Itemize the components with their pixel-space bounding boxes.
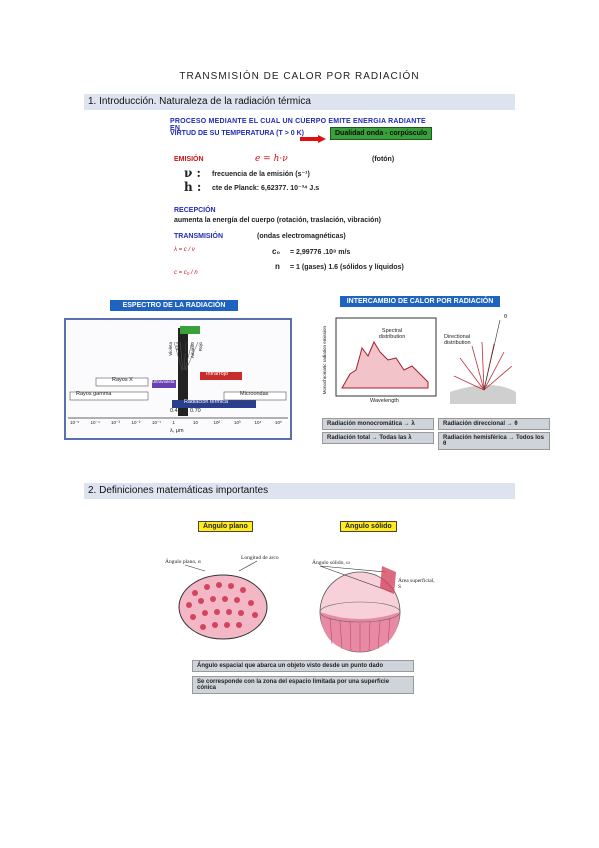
spectrum-x-tick: 10 [193, 420, 199, 425]
visible-amarillo: Amarillo [190, 342, 195, 359]
reception-label: RECEPCIÓN [174, 207, 216, 214]
h-symbol: h : [184, 180, 202, 194]
area-caption: Área superficial, S [398, 578, 435, 590]
nu-symbol: ν : [184, 166, 201, 180]
spectrum-x-tick: 10⁻⁵ [70, 420, 80, 425]
spectrum-x-tick: 10⁵ [275, 420, 282, 425]
emission-formula: e = h·ν [255, 154, 288, 164]
rayos-gamma-label: Rayos gamma [76, 391, 112, 397]
definition-line1: PROCESO MEDIANTE EL CUAL UN CUERPO EMITE… [170, 118, 426, 132]
spectrum-x-tick: 10³ [234, 420, 241, 425]
visible-colors: Violeta Azul Verde Amarillo Rojo [168, 342, 208, 370]
spectrum-figure: Luz Rayos X Rayos gamma Ultravioleta Inf… [64, 318, 292, 440]
visible-violeta: Violeta [168, 342, 173, 356]
infrarrojo-label: Infrarrojo [206, 371, 229, 377]
visible-bar-label: Luz [185, 320, 194, 326]
marker-070: 0.70 [190, 408, 201, 414]
reception-description: aumenta la energía del cuerpo (rotación,… [174, 217, 381, 224]
directional-distribution-label: Directional distribution [444, 334, 471, 346]
spectrum-x-label: λ, μm [170, 428, 184, 434]
section-heading-definiciones: 2. Definiciones matemáticas importantes [84, 483, 515, 499]
note-1: Ángulo espacial que abarca un objeto vis… [192, 660, 414, 672]
plane-angle-caption: Ángulo plano, α [165, 559, 201, 565]
exchange-figure: Spectral distribution Monochromatic radi… [322, 312, 518, 412]
rad-mono-box: Radiación monocromática → λ [322, 418, 434, 430]
spectrum-x-tick: 10⁻⁴ [90, 420, 100, 425]
rayos-x-label: Rayos X [112, 377, 133, 383]
spectral-distribution-label: Spectral distribution [378, 328, 406, 340]
solid-angle-label: Ángulo sólido [340, 521, 397, 532]
plane-angle-figure: Ángulo plano, α Longitud de arco [165, 555, 290, 655]
theta-symbol: θ [504, 314, 508, 320]
marker-04: 0.4 [170, 408, 178, 414]
red-arrow-icon [300, 130, 326, 143]
solid-angle-figure: Ángulo sólido, ω Área superficial, S [300, 550, 440, 656]
solid-angle-caption: Ángulo sólido, ω [312, 560, 350, 566]
visible-azul: Azul [175, 342, 180, 351]
h-description: cte de Planck: 6,62377. 10⁻³⁴ J.s [212, 185, 320, 192]
lambda-formula: λ = c / ν [174, 247, 195, 253]
spectrum-x-tick: 1 [172, 420, 176, 425]
c0-value: = 2,99776 .10⁸ m/s [290, 249, 351, 256]
emission-label: EMISIÓN [174, 156, 204, 163]
note-2: Se corresponde con la zona del espacio l… [192, 676, 414, 694]
transmission-description: (ondas electromagnéticas) [257, 233, 346, 240]
radiacion-termica-label: Radiación térmica [184, 399, 229, 405]
page-title: TRANSMISIÓN DE CALOR POR RADIACIÓN [179, 71, 420, 82]
rad-total-box: Radiación total → Todas las λ [322, 432, 434, 444]
rad-dir-box: Radiación direccional → θ [438, 418, 550, 430]
n-value: = 1 (gases) 1.6 (sólidos y líquidos) [290, 264, 404, 271]
spectrum-banner: ESPECTRO DE LA RADIACIÓN [110, 300, 238, 311]
transmission-label: TRANSMISIÓN [174, 233, 223, 240]
section-heading-introduccion: 1. Introducción. Naturaleza de la radiac… [84, 94, 515, 110]
arc-length-caption: Longitud de arco [241, 555, 279, 561]
spectrum-x-tick: 10⁴ [254, 420, 262, 425]
n-symbol: n [275, 262, 280, 271]
duality-badge: Dualidad onda - corpúsculo [330, 127, 433, 140]
photon-label: (fotón) [372, 156, 395, 163]
spectrum-x-tick: 10² [213, 420, 221, 425]
visible-verde: Verde [182, 342, 187, 354]
microondas-label: Microondas [240, 391, 269, 397]
c-formula: c = c₀ / n [174, 270, 198, 276]
ultravioleta-label: Ultravioleta [152, 379, 175, 384]
spectrum-x-tick: 10⁻² [131, 420, 141, 425]
c0-symbol: c₀ [272, 247, 281, 256]
plane-angle-label: Ángulo plano [198, 521, 253, 532]
visible-rojo: Rojo [198, 342, 203, 352]
spectrum-x-ticks: 10⁻⁵ 10⁻⁴ 10⁻³ 10⁻² 10⁻¹ 1 10 10² 10³ 10⁴ 10⁵ [66, 420, 290, 428]
definition-line2: VIRTUD DE SU TEMPERATURA (T > 0 K) [170, 130, 304, 137]
monochromatic-y-label: Monochromatic radiation emission [322, 326, 327, 395]
spectrum-x-tick: 10⁻³ [111, 420, 120, 425]
rad-hemi-box: Radiación hemisférica → Todos los θ [438, 432, 550, 450]
wavelength-x-label: Wavelength [370, 398, 399, 404]
nu-description: frecuencia de la emisión (s⁻¹) [212, 171, 310, 178]
spectrum-x-tick: 10⁻¹ [152, 420, 161, 425]
exchange-banner: INTERCAMBIO DE CALOR POR RADIACIÓN [340, 296, 500, 307]
